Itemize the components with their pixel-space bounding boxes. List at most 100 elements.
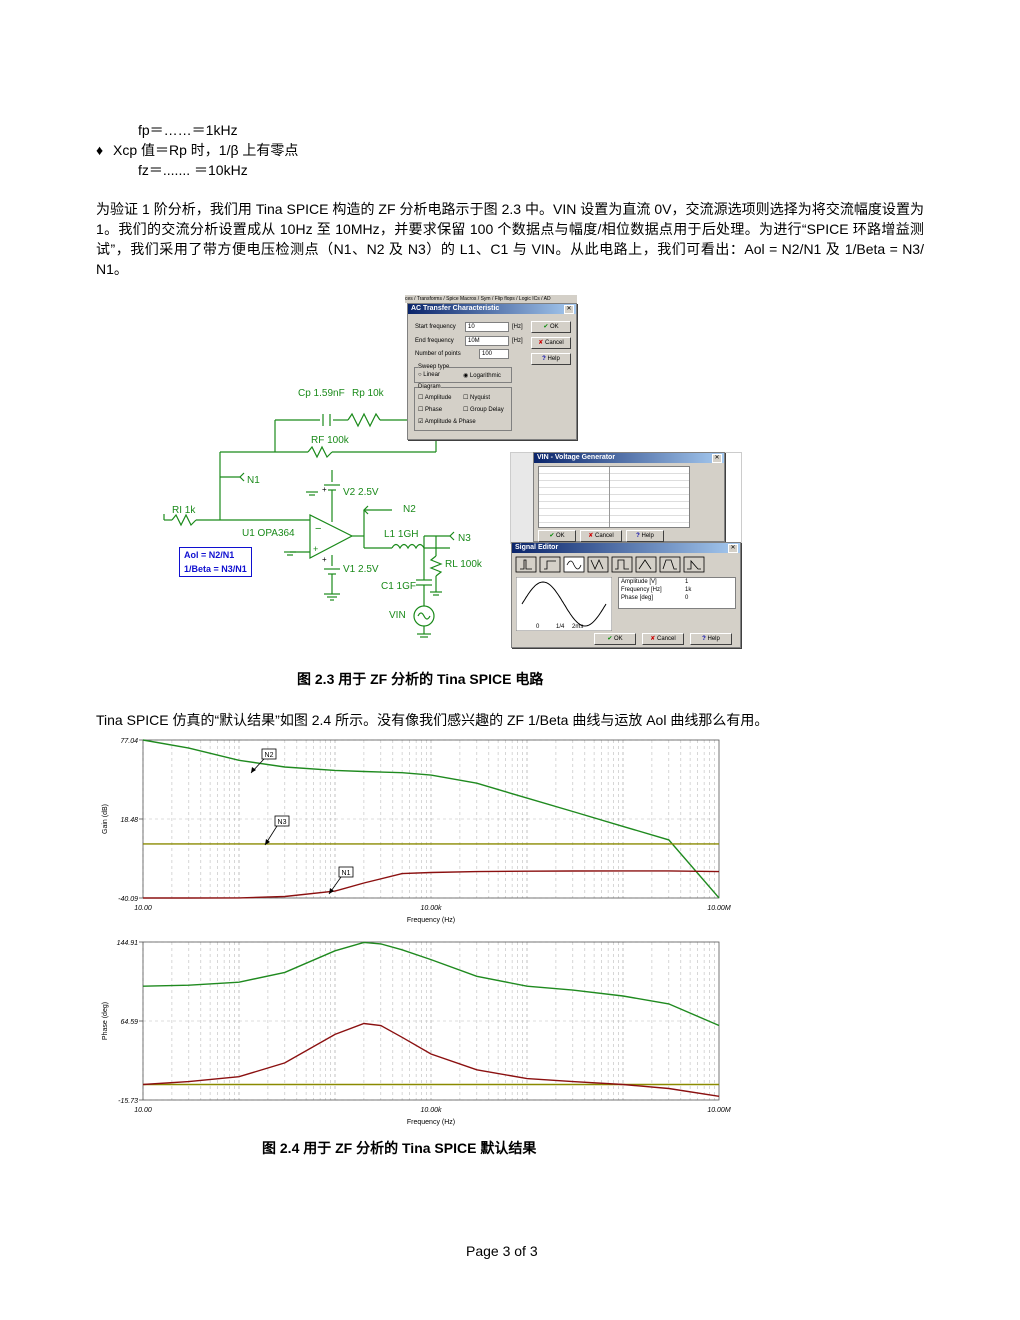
- ri-label: RI 1k: [172, 505, 196, 516]
- vin-dialog-title: VIN - Voltage Generator: [537, 454, 616, 461]
- ok-label: OK: [550, 324, 559, 330]
- group-delay-label: Group Delay: [470, 407, 504, 413]
- gain-label-box: [274, 815, 290, 827]
- formula-beta: 1/Beta = N3/N1: [184, 564, 247, 574]
- ok-button[interactable]: ✔ OK: [531, 321, 571, 333]
- c1-label: C1 1GF: [381, 581, 417, 592]
- freq-param-value[interactable]: 1k: [685, 587, 692, 593]
- fp-line: fp＝……＝1kHz: [138, 122, 238, 138]
- v1-plus: +: [322, 555, 327, 564]
- waveform-toolbar[interactable]: [514, 555, 736, 575]
- rf-label: RF 100k: [311, 435, 349, 446]
- vin-property-grid[interactable]: [538, 466, 690, 528]
- log-label: Logarithmic: [469, 373, 501, 379]
- amplitude-label: Amplitude: [424, 395, 452, 401]
- signal-params[interactable]: Amplitude [V] 1 Frequency [Hz] 1k Phase …: [618, 577, 736, 609]
- signal-help-button[interactable]: ? Help: [690, 633, 732, 645]
- phase-ytick-label: 64.59: [120, 1019, 138, 1026]
- log-radio[interactable]: ◉ Logarithmic: [463, 373, 501, 379]
- signal-editor-title: Signal Editor: [515, 544, 559, 551]
- diagram-group-label: Diagram: [418, 384, 441, 390]
- xcp-line: Xcp 值＝Rp 时，1/β 上有零点: [113, 142, 299, 158]
- sweep-group-label: Sweep type: [418, 364, 450, 370]
- phase-xlabel: Frequency (Hz): [407, 1119, 455, 1126]
- formula-box: Aol = N2/N1 1/Beta = N3/N1: [179, 547, 252, 577]
- cancel-label: Cancel: [545, 340, 564, 346]
- rp-label: Rp 10k: [352, 388, 384, 399]
- amp-param-value[interactable]: 1: [685, 579, 689, 585]
- signal-cancel-button[interactable]: ✘ Cancel: [642, 633, 684, 645]
- close-icon[interactable]: ✕: [728, 544, 738, 553]
- amp-phase-checkbox[interactable]: ☑ Amplitude & Phase: [418, 419, 476, 425]
- page-footer: Page 3 of 3: [466, 1243, 538, 1259]
- amplitude-checkbox[interactable]: ☐ Amplitude: [418, 395, 452, 401]
- signal-ok-label: OK: [614, 636, 623, 642]
- n1-label: N1: [247, 475, 260, 486]
- gain-series-n1: [143, 870, 720, 899]
- cancel-button[interactable]: ✘ Cancel: [531, 337, 571, 349]
- help-button[interactable]: ? Help: [531, 353, 571, 365]
- diagram-group: Diagram ☐ Amplitude ☐ Nyquist ☐ Phase ☐ …: [414, 384, 512, 431]
- vin-help-button[interactable]: ? Help: [626, 530, 664, 542]
- end-unit: [Hz]: [512, 338, 523, 344]
- signal-help-label: Help: [707, 636, 720, 642]
- gain-ytick-label: 18.48: [120, 817, 138, 824]
- end-freq-input[interactable]: 10M: [465, 336, 509, 346]
- vin-ok-label: OK: [556, 533, 565, 539]
- axis-left-label: 0: [536, 624, 540, 630]
- gain-ytick-label: 77.04: [120, 738, 138, 745]
- property-rows: [539, 467, 689, 527]
- phase-label: Phase: [425, 407, 443, 413]
- group-delay-checkbox[interactable]: ☐ Group Delay: [463, 407, 504, 413]
- linear-radio[interactable]: ○ Linear: [418, 372, 440, 378]
- svg-text:+: +: [313, 544, 318, 554]
- gain-label-n2: N2: [265, 752, 274, 759]
- amp-param-label: Amplitude [V]: [621, 579, 657, 585]
- ac-dialog-titlebar: AC Transfer Characteristic✕: [408, 304, 576, 314]
- gain-xtick-label: 10.00: [134, 905, 152, 912]
- n2-label: N2: [403, 504, 416, 515]
- phase-series-2: [142, 1022, 720, 1097]
- close-icon[interactable]: ✕: [712, 454, 722, 463]
- vin-label: VIN: [389, 610, 406, 621]
- phase-xtick-label: 10.00: [134, 1107, 152, 1114]
- signal-editor-dialog: Signal Editor ✕ 0 1/4 2ms Amplitude [V]: [511, 542, 741, 648]
- points-label: Number of points: [415, 351, 461, 357]
- vin-help-label: Help: [641, 533, 654, 539]
- vin-cancel-button[interactable]: ✘ Cancel: [580, 530, 622, 542]
- component-tabs[interactable]: ces / Transforms / Spice Macros / Sym / …: [405, 294, 577, 303]
- phase-param-label: Phase [deg]: [621, 595, 654, 601]
- gain-label-box: [261, 748, 277, 760]
- points-input[interactable]: 100: [479, 349, 509, 359]
- phase-xtick-label: 10.00k: [420, 1107, 442, 1114]
- axis-right-label: 2ms: [572, 624, 584, 630]
- vin-dialog-titlebar: VIN - Voltage Generator ✕: [534, 453, 724, 463]
- phase-series-0: [142, 941, 720, 1027]
- property-divider: [609, 467, 610, 527]
- vin-generator-dialog: VIN - Voltage Generator ✕ ✔ OK ✘ Cancel ?…: [533, 452, 725, 542]
- start-freq-input[interactable]: 10: [465, 322, 509, 332]
- phase-ytick-label: -15.73: [118, 1098, 138, 1105]
- signal-ok-button[interactable]: ✔ OK: [594, 633, 636, 645]
- axis-mid-label: 1/4: [556, 624, 565, 630]
- gain-label-box: [338, 866, 354, 878]
- gain-label-arrow: [329, 888, 334, 894]
- close-icon[interactable]: ✕: [564, 305, 574, 314]
- nyquist-checkbox[interactable]: ☐ Nyquist: [463, 395, 491, 401]
- gain-series-n2: [142, 739, 720, 899]
- paragraph-1: 为验证 1 阶分析，我们用 Tina SPICE 构造的 ZF 分析电路示于图 …: [96, 201, 924, 277]
- formula-aol: Aol = N2/N1: [184, 550, 235, 560]
- start-freq-label: Start frequency: [415, 324, 456, 330]
- phase-ylabel: Phase (deg): [102, 1002, 109, 1040]
- fz-line: fz＝....... ＝10kHz: [138, 162, 248, 178]
- phase-param-value[interactable]: 0: [685, 595, 689, 601]
- gain-label-arrow: [265, 839, 270, 845]
- figure-2-3-caption: 图 2.3 用于 ZF 分析的 Tina SPICE 电路: [297, 671, 544, 687]
- bullet-icon: ♦: [96, 142, 104, 158]
- gain-ytick-label: -40.09: [118, 896, 138, 903]
- phase-checkbox[interactable]: ☐ Phase: [418, 407, 443, 413]
- vin-ok-button[interactable]: ✔ OK: [538, 530, 576, 542]
- n3-label: N3: [458, 533, 471, 544]
- rl-label: RL 100k: [445, 559, 482, 570]
